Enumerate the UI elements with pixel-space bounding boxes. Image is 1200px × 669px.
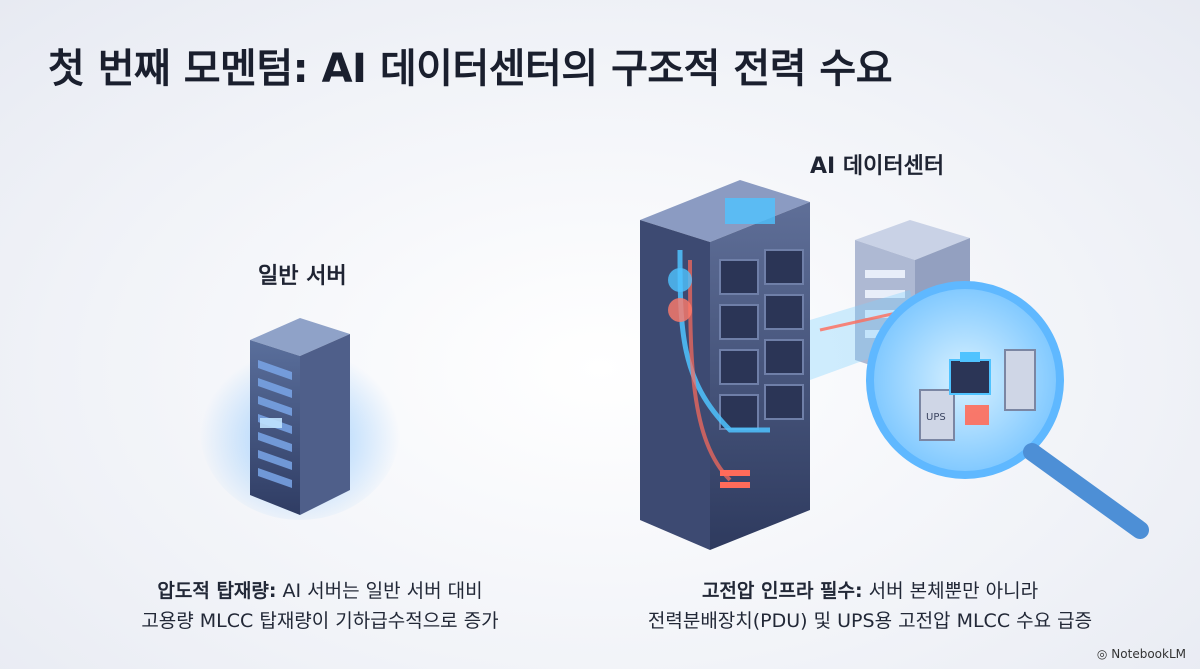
brand-logo: ◎ NotebookLM bbox=[1097, 647, 1186, 661]
brand-icon: ◎ bbox=[1096, 647, 1108, 661]
ai-datacenter-label: AI 데이터센터 bbox=[810, 154, 945, 179]
ups-text: UPS bbox=[926, 412, 946, 423]
ai-datacenter-illustration: UPS bbox=[640, 180, 1149, 550]
general-server-label: 일반 서버 bbox=[258, 264, 347, 289]
caption-line2: 전력분배장치(PDU) 및 UPS용 고전압 MLCC 수요 급증 bbox=[647, 610, 1093, 632]
caption-strong: 고전압 인프라 필수: bbox=[701, 580, 863, 602]
ai-datacenter-caption: 고전압 인프라 필수: 서버 본체뿐만 아니라 전력분배장치(PDU) 및 UP… bbox=[590, 576, 1150, 636]
caption-line2: 고용량 MLCC 탑재량이 기하급수적으로 증가 bbox=[141, 610, 499, 632]
brand-text: NotebookLM bbox=[1111, 647, 1186, 661]
page-title: 첫 번째 모멘텀: AI 데이터센터의 구조적 전력 수요 bbox=[48, 46, 893, 92]
caption-text: AI 서버는 일반 서버 대비 bbox=[276, 580, 483, 602]
caption-strong: 압도적 탑재량: bbox=[157, 580, 277, 602]
general-server-illustration bbox=[200, 318, 400, 520]
general-server-caption: 압도적 탑재량: AI 서버는 일반 서버 대비 고용량 MLCC 탑재량이 기… bbox=[70, 576, 570, 636]
caption-text: 서버 본체뿐만 아니라 bbox=[862, 580, 1039, 602]
